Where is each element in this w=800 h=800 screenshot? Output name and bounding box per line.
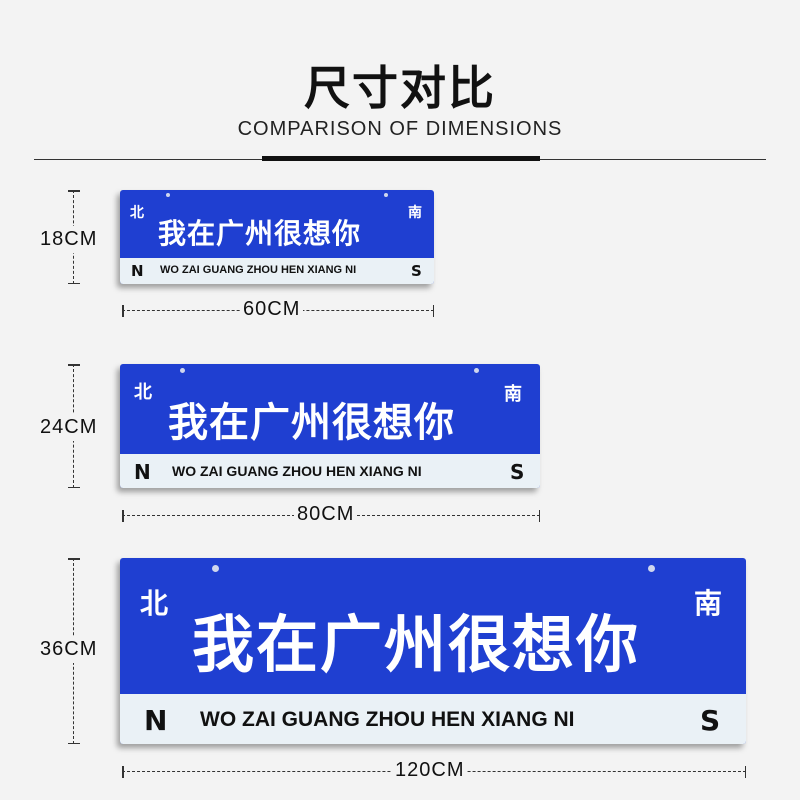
north-cn-label: 北 xyxy=(134,382,152,403)
mounting-hole xyxy=(648,565,655,572)
width-label: 120CM xyxy=(392,759,468,782)
mounting-hole xyxy=(474,368,479,373)
title-divider-accent xyxy=(262,156,540,161)
sign-main-text: 我在广州很想你 xyxy=(158,217,362,250)
sign-pinyin: WO ZAI GUANG ZHOU HEN XIANG NI xyxy=(200,708,575,731)
page-title-en: COMPARISON OF DIMENSIONS xyxy=(237,118,563,140)
sign-main-text: 我在广州很想你 xyxy=(192,608,641,681)
north-letter: N xyxy=(131,262,144,280)
width-label: 80CM xyxy=(294,503,358,526)
width-label: 60CM xyxy=(240,298,304,321)
sign-pinyin-strip: N WO ZAI GUANG ZHOU HEN XIANG NI S xyxy=(120,258,434,284)
sign-pinyin: WO ZAI GUANG ZHOU HEN XIANG NI xyxy=(160,264,357,276)
mounting-hole xyxy=(180,368,185,373)
north-letter: N xyxy=(144,704,168,737)
south-letter: S xyxy=(411,262,422,280)
south-cn-label: 南 xyxy=(694,587,723,620)
sign-pinyin: WO ZAI GUANG ZHOU HEN XIANG NI xyxy=(172,463,422,479)
north-letter: N xyxy=(134,460,151,484)
sign-pinyin-strip: N WO ZAI GUANG ZHOU HEN XIANG NI S xyxy=(120,454,540,488)
mounting-hole xyxy=(212,565,219,572)
mounting-hole xyxy=(384,193,388,197)
street-sign: 北 南 我在广州很想你 N WO ZAI GUANG ZHOU HEN XIAN… xyxy=(120,364,540,488)
street-sign: 北 南 我在广州很想你 N WO ZAI GUANG ZHOU HEN XIAN… xyxy=(120,558,746,744)
height-label: 36CM xyxy=(40,636,98,663)
south-letter: S xyxy=(510,460,525,484)
south-cn-label: 南 xyxy=(504,384,522,405)
south-letter: S xyxy=(700,704,721,737)
north-cn-label: 北 xyxy=(130,205,144,221)
sign-pinyin-strip: N WO ZAI GUANG ZHOU HEN XIANG NI S xyxy=(120,694,746,744)
height-label: 24CM xyxy=(40,414,98,441)
north-cn-label: 北 xyxy=(140,587,169,620)
page-title-cn: 尺寸对比 xyxy=(304,61,496,115)
south-cn-label: 南 xyxy=(408,205,422,221)
mounting-hole xyxy=(166,193,170,197)
height-label: 18CM xyxy=(40,226,98,253)
street-sign: 北 南 我在广州很想你 N WO ZAI GUANG ZHOU HEN XIAN… xyxy=(120,190,434,284)
sign-main-text: 我在广州很想你 xyxy=(168,400,455,446)
